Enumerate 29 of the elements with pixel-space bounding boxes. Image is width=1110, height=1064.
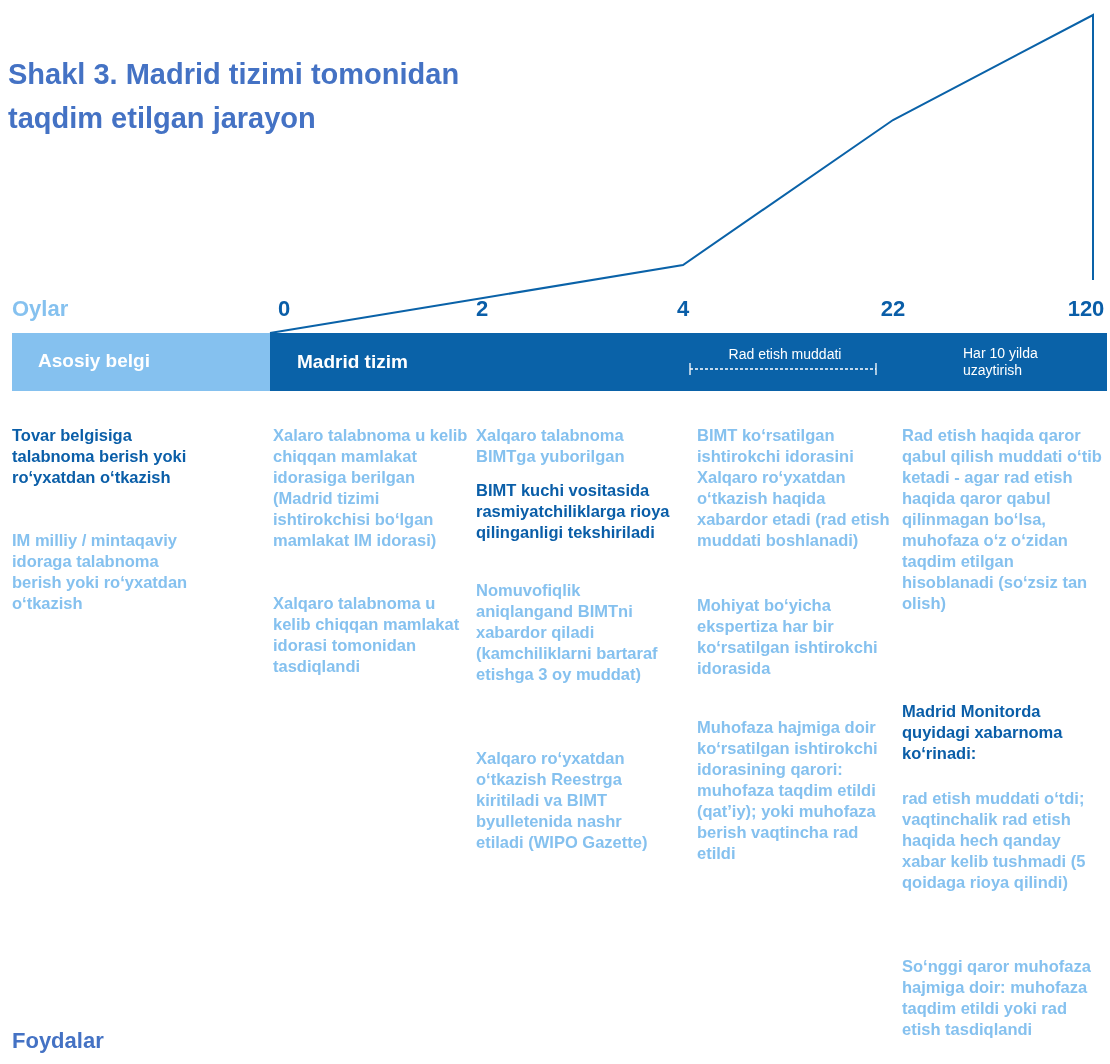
month-tick: 120 bbox=[1066, 296, 1106, 322]
step-description: Mohiyat bo‘yicha ekspertiza har bir ko‘rsatilgan ishtirokchi idorasida bbox=[697, 595, 879, 679]
step-description: Xalqaro talabnoma u kelib chiqqan mamlakat idorasi tomonidan tasdiqlandi bbox=[273, 593, 461, 677]
step-description: IM milliy / mintaqaviy idoraga talabnoma berish yoki ro‘yxatdan o‘tkazish bbox=[12, 530, 189, 614]
step-description: Madrid Monitorda quyidagi xabarnoma ko‘rinadi: bbox=[902, 701, 1064, 764]
step-description: Rad etish haqida qaror qabul qilish muddati o‘tib ketadi - agar rad etish haqida qaror qabul qilinmagan bo‘lsa, muhofaza o‘z o‘zidan taqdim etilgan hisoblanadi (so‘zsiz tan olish) bbox=[902, 425, 1103, 614]
step-description: So‘nggi qaror muhofaza hajmiga doir: muhofaza taqdim etildi yoki rad etish tasdiqlandi bbox=[902, 956, 1092, 1040]
band-label: Madrid tizim bbox=[297, 351, 409, 373]
month-tick: 4 bbox=[675, 296, 691, 322]
month-tick: 22 bbox=[879, 296, 907, 322]
step-description: rad etish muddati o‘tdi; vaqtinchalik rad etish haqida hech qanday xabar kelib tushmadi (5 qoidaga rioya qilindi) bbox=[902, 788, 1087, 893]
step-description: Xalqaro talabnoma BIMTga yuborilgan bbox=[476, 425, 626, 467]
step-description: Muhofaza hajmiga doir ko‘rsatilgan ishtirokchi idorasining qarori: muhofaza taqdim etildi (qat’iy); yoki muhofaza berish vaqtincha rad etildi bbox=[697, 717, 879, 864]
step-description: Xalqaro ro‘yxatdan o‘tkazish Reestrga kiritiladi va BIMT byulletenida nashr etiladi (WIPO Gazette) bbox=[476, 748, 649, 853]
step-description: Xalaro talabnoma u kelib chiqqan mamlakat idorasiga berilgan (Madrid tizimi ishtirokchisi bo‘lgan mamlakat IM idorasi) bbox=[273, 425, 468, 551]
month-tick: 0 bbox=[276, 296, 292, 322]
axis-title: Oylar bbox=[12, 296, 69, 322]
period-label: Rad etish muddati bbox=[727, 346, 843, 363]
title: Shakl 3. Madrid tizimi tomonidan taqdim etilgan jarayon bbox=[8, 57, 461, 136]
timeline-band bbox=[270, 333, 1107, 391]
band-label: Asosiy belgi bbox=[38, 350, 151, 372]
timeline-band bbox=[12, 333, 270, 391]
step-description: Tovar belgisiga talabnoma berish yoki ro‘yxatdan o‘tkazish bbox=[12, 425, 188, 488]
section-heading: Foydalar bbox=[12, 1028, 104, 1054]
step-description: BIMT ko‘rsatilgan ishtirokchi idorasini Xalqaro ro‘yxatdan o‘tkazish haqida xabardor etadi (rad etish muddati boshlanadi) bbox=[697, 425, 891, 551]
period-label: Har 10 yilda uzaytirish bbox=[963, 345, 1039, 379]
step-description: BIMT kuchi vositasida rasmiyatchiliklarga rioya qilinganligi tekshiriladi bbox=[476, 480, 671, 543]
month-tick: 2 bbox=[474, 296, 490, 322]
step-description: Nomuvofiqlik aniqlangand BIMTni xabardor qiladi (kamchiliklarni bartaraf etishga 3 oy muddat) bbox=[476, 580, 659, 685]
